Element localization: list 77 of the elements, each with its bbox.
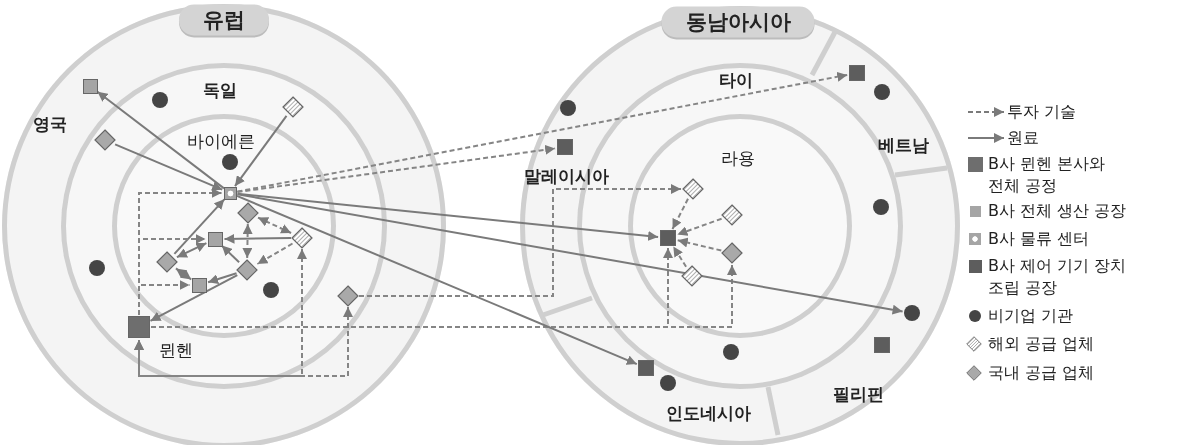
square-marker — [638, 360, 654, 376]
arrow — [114, 143, 224, 191]
dot-marker — [152, 92, 168, 108]
dot-marker — [873, 199, 889, 215]
dashed-arrow — [236, 144, 557, 193]
arrow — [236, 193, 904, 315]
arrow — [149, 274, 239, 322]
dashed-arrow — [174, 267, 193, 281]
hatched-diamond-marker — [682, 178, 704, 200]
arrow — [234, 114, 288, 188]
dashed-arrow — [676, 217, 723, 236]
place-label: 바이에른 — [187, 129, 255, 153]
dot-marker — [560, 100, 576, 116]
hatched-diamond-marker — [681, 265, 703, 287]
place-label: 뮌헨 — [159, 338, 193, 362]
diamond-marker — [156, 251, 178, 273]
square-marker — [191, 277, 207, 293]
legend-text: B사 전체 생산 공장 — [988, 200, 1127, 222]
diamond-marker — [94, 129, 116, 151]
dashed-arrow — [257, 216, 293, 234]
arrow — [207, 272, 238, 284]
legend-text: 해외 공급 업체 — [988, 333, 1095, 355]
place-label: 타이 — [719, 68, 753, 92]
hatched-diamond-marker — [291, 227, 313, 249]
large-square-marker — [128, 316, 150, 338]
place-label: 인도네시아 — [665, 401, 751, 425]
legend-text: B사 물류 센터 — [988, 228, 1090, 250]
arrow — [235, 194, 638, 366]
hatched-diamond-marker — [721, 204, 743, 226]
diamond-marker — [337, 285, 359, 307]
legend-text: 투자 기술 — [1007, 101, 1077, 123]
arrow — [220, 244, 241, 264]
diamond-marker — [237, 202, 259, 224]
dot-marker — [904, 305, 920, 321]
dashed-arrow — [671, 197, 689, 231]
dot-marker — [723, 344, 739, 360]
dot-marker — [89, 260, 105, 276]
diamond-marker — [236, 259, 258, 281]
place-label: 말레이시아 — [523, 164, 609, 188]
legend-text: 국내 공급 업체 — [988, 362, 1095, 384]
dashed-arrow — [676, 237, 723, 252]
square-marker — [874, 337, 890, 353]
dashed-arrow — [236, 71, 849, 193]
dot-marker — [874, 84, 890, 100]
place-label: 라용 — [721, 146, 755, 170]
square-marker — [207, 231, 223, 247]
legend-text: B사 제어 기기 장치 조립 공장 — [988, 255, 1128, 299]
hollow-square-marker — [223, 186, 237, 200]
legend-text: 원료 — [1007, 127, 1039, 149]
dashed-arrow — [138, 280, 191, 316]
place-label: 베트남 — [877, 133, 929, 157]
square-marker — [82, 78, 98, 94]
dashed-arrow — [672, 245, 688, 268]
arrow — [175, 242, 208, 259]
square-marker — [660, 230, 676, 246]
dot-marker — [263, 282, 279, 298]
arrow — [223, 233, 292, 244]
place-label: 영국 — [33, 112, 67, 136]
arrow — [173, 198, 226, 255]
legend-text: B사 뮌헨 본사와 전체 공정 — [988, 153, 1107, 197]
arrow — [236, 192, 660, 241]
region-tab: 동남아시아 — [661, 6, 815, 38]
place-label: 독일 — [203, 78, 237, 102]
diamond-marker — [721, 242, 743, 264]
dot-marker — [222, 154, 238, 170]
dot-marker — [660, 375, 676, 391]
square-marker — [849, 65, 865, 81]
legend-text: 비기업 기관 — [988, 305, 1074, 327]
dashed-arrow — [358, 184, 682, 297]
square-marker — [557, 139, 573, 155]
dashed-arrow — [242, 223, 253, 259]
dashed-arrow — [256, 242, 294, 265]
region-tab: 유럽 — [179, 4, 269, 36]
place-label: 필리핀 — [832, 382, 884, 406]
arrow — [96, 90, 225, 190]
hatched-diamond-marker — [282, 96, 304, 118]
dashed-arrow — [134, 306, 353, 377]
